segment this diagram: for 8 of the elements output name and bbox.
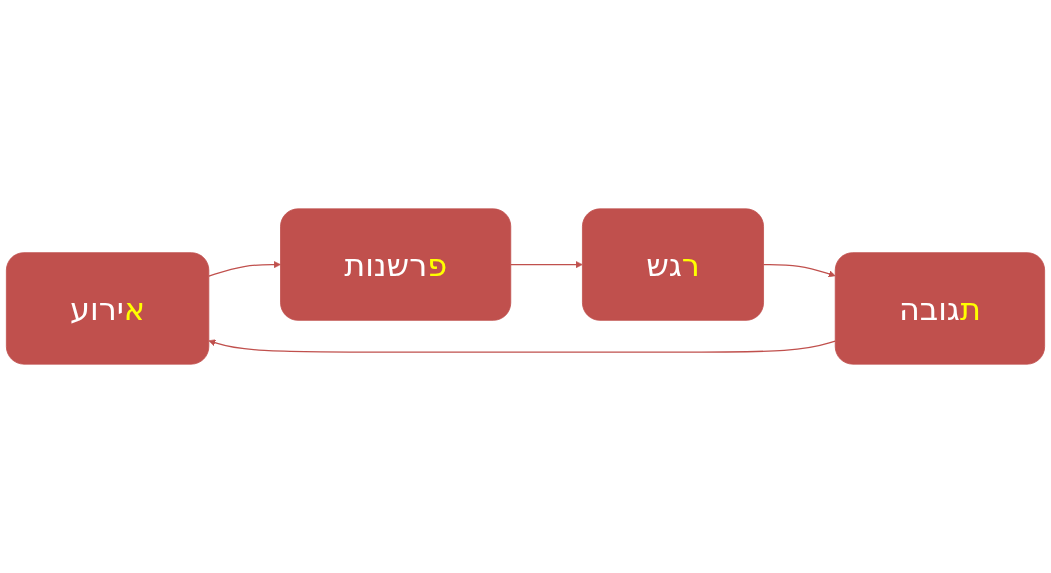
- node-box: תגובה: [834, 252, 1046, 365]
- arrow: [762, 263, 836, 278]
- node-box: פרשנות: [280, 208, 512, 321]
- arrow: [208, 261, 281, 277]
- node-box: אירוע: [5, 252, 210, 365]
- arrow: [510, 261, 583, 269]
- arrow: [208, 339, 836, 353]
- node-box: רגש: [582, 208, 764, 321]
